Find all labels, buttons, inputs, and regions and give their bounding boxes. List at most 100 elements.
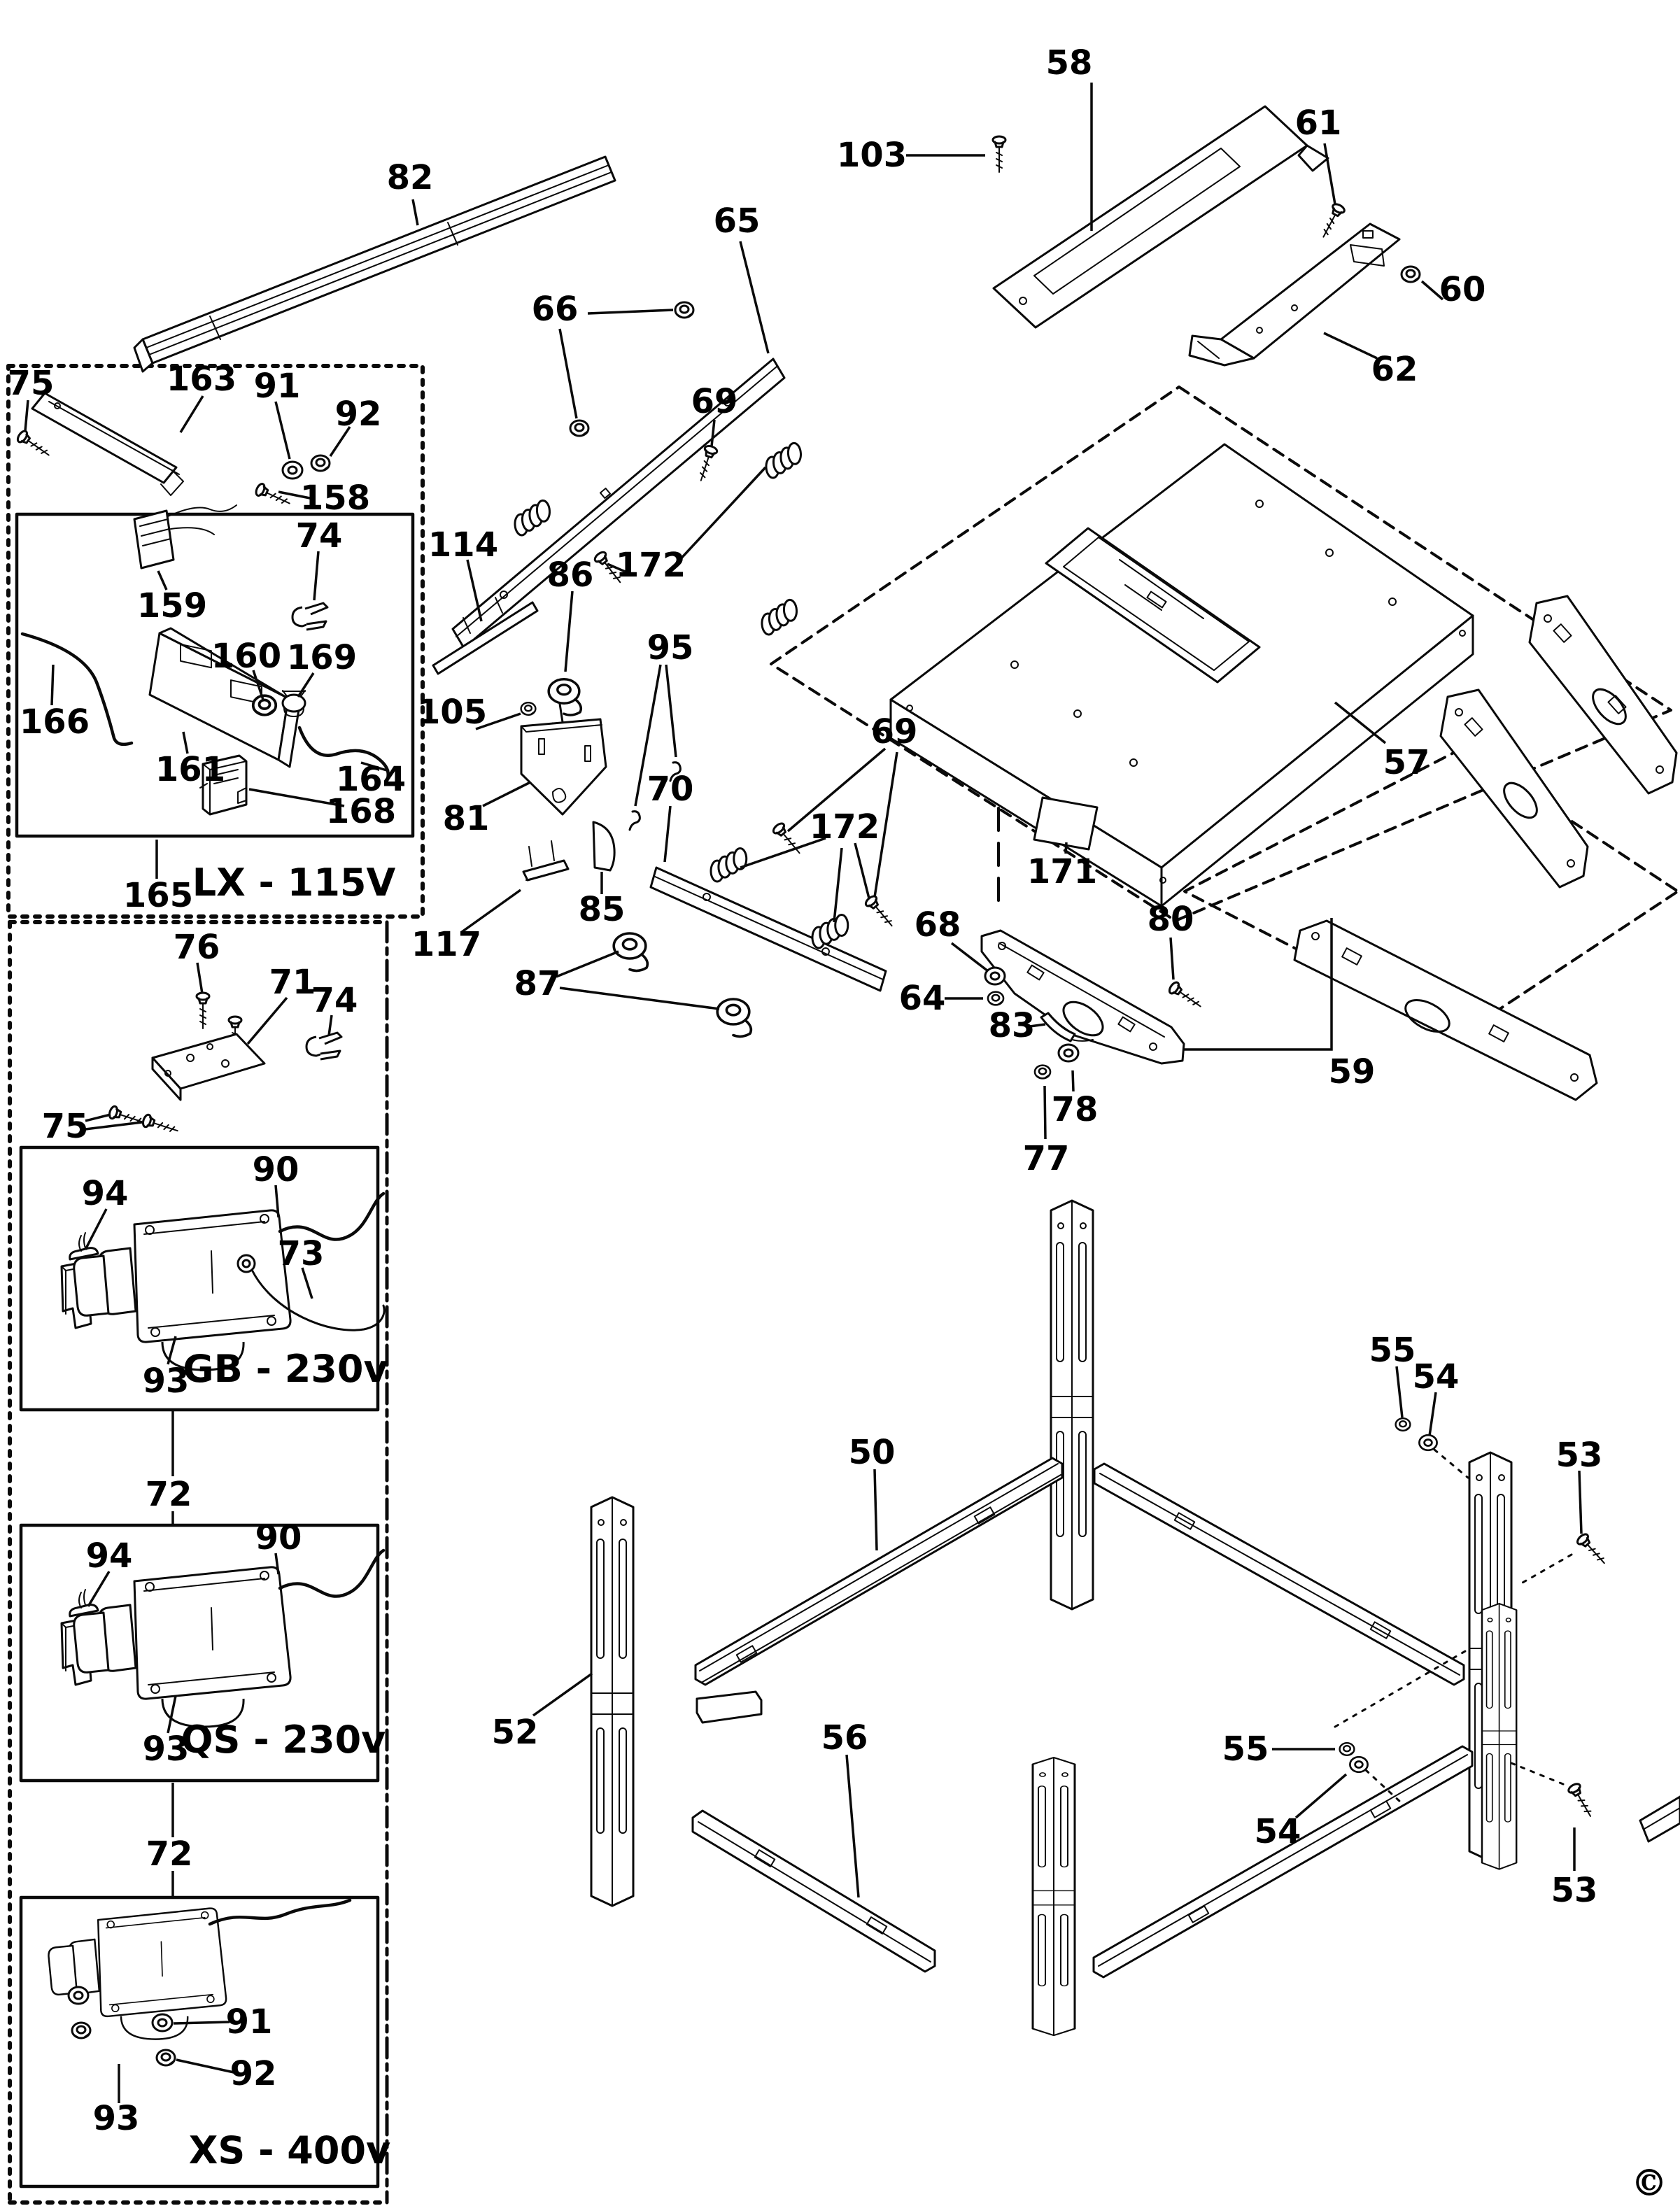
callout-54a: 54	[1413, 1357, 1460, 1397]
screw-75b2	[140, 1112, 181, 1138]
callout-168: 168	[326, 792, 396, 831]
shim-83	[1040, 1012, 1076, 1042]
leader-lines	[24, 83, 1583, 2103]
callout-66: 66	[532, 290, 579, 329]
electrical-variants-dashed-box	[8, 920, 389, 2205]
callout-70: 70	[647, 770, 694, 809]
callout-169: 169	[287, 638, 357, 677]
callout-64: 64	[899, 979, 946, 1018]
callout-53b: 53	[1551, 1871, 1598, 1910]
callout-81: 81	[443, 799, 490, 838]
caption-lx-115v: LX - 115V	[192, 861, 396, 905]
cable-90a	[278, 1192, 386, 1241]
nut-105	[520, 702, 537, 716]
bolt-53b	[1566, 1781, 1597, 1820]
callout-94a: 94	[82, 1174, 129, 1213]
callout-74a: 74	[296, 516, 343, 556]
callout-57: 57	[1383, 743, 1430, 782]
rail-back-right	[1093, 1462, 1465, 1686]
callout-69a: 69	[691, 382, 738, 421]
callout-160: 160	[211, 637, 281, 676]
rail-117	[522, 840, 570, 882]
callout-92b: 92	[230, 2054, 277, 2093]
rail-70	[649, 866, 887, 992]
nut-55b	[1339, 1741, 1355, 1757]
callout-74b: 74	[311, 981, 358, 1020]
callout-90a: 90	[253, 1150, 299, 1189]
callout-71: 71	[269, 963, 316, 1002]
nut-60	[1400, 265, 1421, 283]
nut-66b	[569, 419, 590, 437]
channel-163	[31, 392, 184, 496]
fence-bracket-62	[1188, 222, 1401, 367]
star-knob-86	[547, 678, 583, 716]
nut-92c	[71, 2021, 92, 2039]
callout-95: 95	[647, 628, 694, 667]
callout-68: 68	[915, 905, 961, 945]
callout-166: 166	[20, 702, 90, 742]
cable-166	[20, 632, 134, 747]
leg-left-52	[590, 1496, 635, 1907]
callout-92a: 92	[335, 395, 382, 434]
rail-65	[451, 358, 786, 649]
screw-61	[1316, 201, 1347, 241]
slotted-plate-58	[992, 105, 1329, 329]
callout-172b: 172	[810, 807, 880, 847]
callout-93c: 93	[93, 2099, 140, 2138]
rail-56	[691, 1809, 936, 1973]
wedge-85	[592, 821, 616, 872]
callout-69b: 69	[871, 712, 918, 751]
screw-172-b	[863, 893, 898, 931]
connector-159	[133, 504, 237, 570]
bolt-53a	[1574, 1531, 1610, 1569]
callout-158: 158	[300, 479, 370, 518]
callout-73: 73	[278, 1234, 325, 1273]
rail-82	[133, 155, 616, 373]
gb-variant-box	[19, 1145, 380, 1412]
callout-59-connector	[1184, 918, 1333, 1051]
callout-161: 161	[155, 750, 225, 789]
clip-95b	[628, 810, 641, 831]
nut-92a	[310, 454, 331, 472]
callout-61: 61	[1295, 104, 1342, 143]
bracket-plate-81	[520, 718, 607, 816]
caption-xs-400v: XS - 400v	[189, 2128, 390, 2172]
lx-inner-box	[15, 512, 415, 838]
callout-165: 165	[123, 876, 193, 915]
qs-variant-box	[19, 1523, 380, 1783]
mounting-plate-71	[151, 1033, 266, 1101]
callout-53a: 53	[1556, 1436, 1603, 1475]
callout-54b: 54	[1255, 1812, 1301, 1851]
callout-103: 103	[837, 136, 907, 175]
nut-64	[987, 991, 1005, 1006]
callout-93b: 93	[143, 1730, 190, 1769]
callout-159: 159	[137, 586, 207, 625]
cable-clip-74a	[291, 602, 329, 631]
nut-55a	[1395, 1417, 1411, 1432]
caption-gb-230v: GB - 230v	[183, 1347, 388, 1391]
callout-75b: 75	[42, 1107, 89, 1146]
screw-103	[991, 135, 1007, 174]
callout-163: 163	[167, 360, 237, 399]
caption-qs-230v: QS - 230v	[181, 1718, 386, 1762]
callout-78: 78	[1052, 1090, 1099, 1129]
washer-54a	[1418, 1434, 1438, 1452]
callout-55a: 55	[1369, 1331, 1416, 1370]
callout-60: 60	[1439, 270, 1486, 309]
lx-variant-dashed-box	[6, 364, 425, 919]
callout-50: 50	[849, 1433, 896, 1472]
plate-171	[1033, 796, 1099, 851]
callout-105: 105	[417, 693, 487, 732]
motor-93b	[73, 1566, 292, 1728]
table-top-assembly	[889, 443, 1474, 907]
callout-90b: 90	[255, 1518, 302, 1557]
leg-front	[1031, 1756, 1076, 2037]
callout-87: 87	[514, 964, 561, 1003]
callout-55b: 55	[1222, 1730, 1269, 1769]
callout-75a: 75	[8, 364, 55, 403]
rail-stub	[696, 1690, 763, 1724]
spring-172-b	[753, 595, 805, 639]
spring-172-a	[757, 439, 810, 483]
washer-78	[1057, 1043, 1080, 1063]
